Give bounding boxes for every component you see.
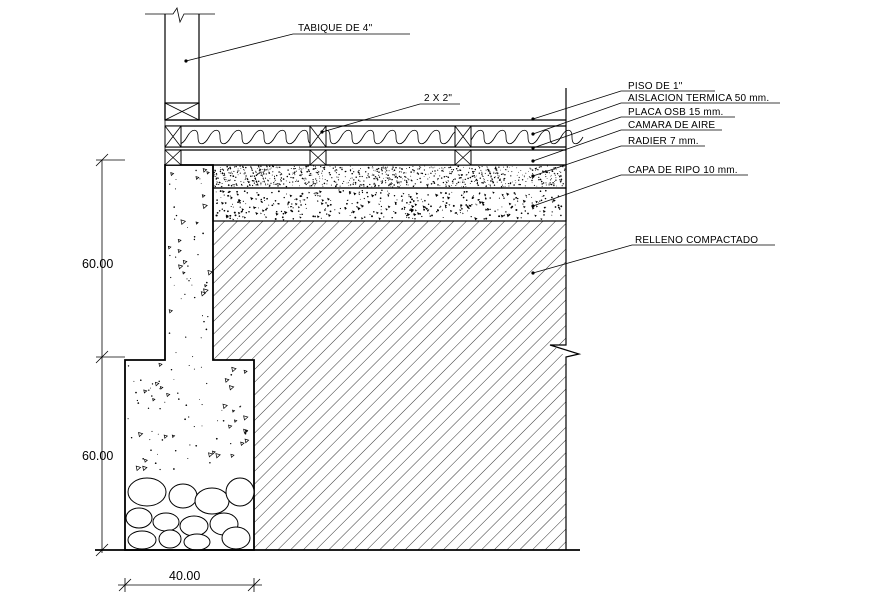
- joist-block: [454, 125, 472, 148]
- joist-block: [164, 125, 182, 148]
- dimension-footing-width: 40.00: [169, 569, 200, 583]
- dimension-upper-height: 60.00: [82, 257, 113, 271]
- label-relleno: RELLENO COMPACTADO: [635, 235, 758, 246]
- radier-slab: [212, 164, 567, 189]
- dimension-lower-height: 60.00: [82, 449, 113, 463]
- partition-wall: [145, 6, 215, 121]
- compacted-fill: [213, 88, 582, 550]
- leader-lines: [185, 33, 780, 274]
- label-placa: PLACA OSB 15 mm.: [628, 107, 723, 118]
- joist-block: [309, 149, 327, 166]
- vertical-dimension: [95, 153, 125, 557]
- gravel-layer: [212, 187, 567, 222]
- joist-block: [309, 125, 327, 148]
- horizontal-dimension: [118, 578, 262, 592]
- joist-block: [454, 149, 472, 166]
- label-radier: RADIER 7 mm.: [628, 136, 699, 147]
- label-tabique: TABIQUE DE 4": [298, 23, 373, 34]
- label-piso: PISO DE 1": [628, 81, 683, 92]
- joist-block: [164, 149, 182, 166]
- label-capa: CAPA DE RIPO 10 mm.: [628, 165, 738, 176]
- leader-dots: [184, 59, 535, 275]
- label-2x2: 2 X 2": [424, 93, 452, 104]
- footing-stones: [125, 477, 255, 551]
- label-aislacion: AISLACION TERMICA 50 mm.: [628, 93, 769, 104]
- floor-assembly: [164, 119, 584, 166]
- label-camara: CAMARA DE AIRE: [628, 120, 715, 131]
